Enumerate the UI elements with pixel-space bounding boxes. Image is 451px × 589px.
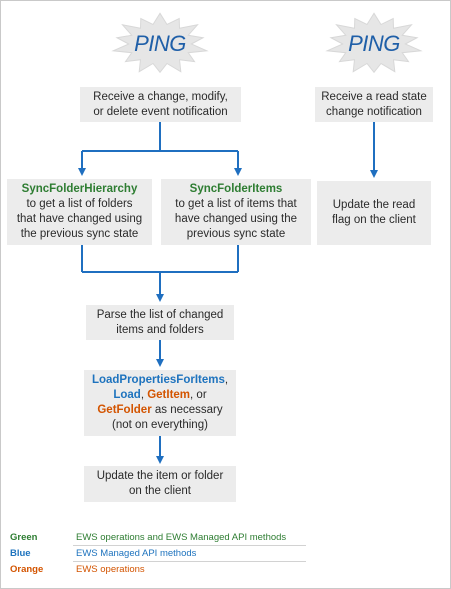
legend-row-green: Green EWS operations and EWS Managed API… <box>10 531 286 544</box>
box-update-read-flag: Update the read flag on the client <box>317 181 431 245</box>
separator-text: , <box>224 374 229 386</box>
legend-row-orange: Orange EWS operations <box>10 563 145 576</box>
box-text-line: Update the read <box>332 199 416 211</box>
box-receive-change-notification: Receive a change, modify, or delete even… <box>80 87 241 122</box>
box-text-line: items and folders <box>116 323 204 336</box>
box-text-line: Update the item or folder <box>96 470 224 482</box>
box-load-properties: LoadPropertiesForItems, Load, GetItem, o… <box>84 370 236 436</box>
method-load-properties-for-items: LoadPropertiesForItems <box>91 374 225 386</box>
legend-divider <box>73 561 306 562</box>
box-receive-read-notification: Receive a read state change notification <box>315 87 433 122</box>
legend-divider <box>73 545 306 546</box>
operation-get-item: GetItem <box>147 389 191 401</box>
legend-key: Green <box>10 532 38 543</box>
ping-label-left: PING <box>134 31 186 56</box>
box-text-line: that have changed using <box>16 213 143 225</box>
box-sync-folder-hierarchy: SyncFolderHierarchy to get a list of fol… <box>7 179 152 245</box>
box-text-line: flag on the client <box>332 214 416 226</box>
legend-description: EWS operations <box>76 564 145 575</box>
box-text-line: Load, GetItem, or <box>113 388 206 403</box>
box-text-line: previous sync state <box>186 228 286 240</box>
ping-burst-right: PING <box>324 12 424 76</box>
box-text-line: Parse the list of changed <box>96 308 224 321</box>
box-text-line: GetFolder as necessary <box>97 403 222 418</box>
ping-burst-left: PING <box>110 12 210 76</box>
starburst-icon <box>325 12 423 74</box>
operation-sync-folder-items: SyncFolderItems <box>189 183 283 195</box>
box-text: as necessary <box>151 404 223 416</box>
legend-description: EWS Managed API methods <box>76 548 197 559</box>
legend-description: EWS operations and EWS Managed API metho… <box>76 532 287 543</box>
box-text-line: or delete event notification <box>93 105 228 118</box>
box-text-line: (not on everything) <box>112 419 208 431</box>
box-sync-folder-items: SyncFolderItems to get a list of items t… <box>161 179 311 245</box>
box-text-line: change notification <box>326 105 422 118</box>
box-text-line: to get a list of folders <box>26 198 133 210</box>
box-text-line: the previous sync state <box>20 228 139 240</box>
legend-key: Orange <box>10 564 44 575</box>
box-text-line: on the client <box>128 485 191 497</box>
legend-row-blue: Blue EWS Managed API methods <box>10 547 196 560</box>
separator-text: , <box>140 389 148 401</box>
method-load: Load <box>113 389 141 401</box>
legend-key: Blue <box>10 548 31 559</box>
operation-get-folder: GetFolder <box>97 404 152 416</box>
box-parse-changes: Parse the list of changed items and fold… <box>86 305 234 340</box>
ping-label-right: PING <box>348 31 400 56</box>
box-text-line: have changed using the <box>174 213 298 225</box>
box-text-line: LoadPropertiesForItems, <box>92 373 228 388</box>
box-update-item-or-folder: Update the item or folder on the client <box>84 466 236 502</box>
starburst-icon <box>111 12 209 74</box>
box-text-line: Receive a read state <box>321 90 427 103</box>
separator-text: , or <box>190 389 207 401</box>
operation-sync-folder-hierarchy: SyncFolderHierarchy <box>21 183 138 195</box>
box-text-line: Receive a change, modify, <box>93 90 228 103</box>
box-text-line: to get a list of items that <box>175 198 297 210</box>
